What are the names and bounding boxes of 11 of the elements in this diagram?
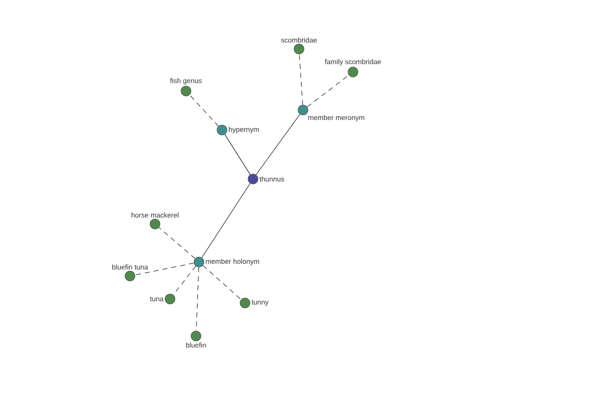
connector-line [196, 267, 200, 331]
connector-line [173, 266, 196, 296]
connector-line [189, 94, 219, 126]
connector-line [202, 265, 242, 300]
connector-line [224, 134, 250, 175]
connector-line [134, 262, 194, 276]
connector-line [299, 54, 303, 106]
connector-line [158, 227, 196, 259]
connector-line [306, 74, 350, 108]
connector-line [202, 183, 250, 258]
connector-line [256, 114, 300, 175]
